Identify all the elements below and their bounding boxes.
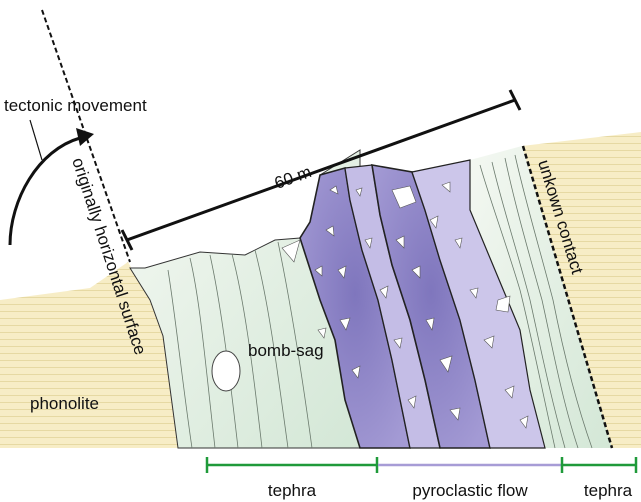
unit-bracket-tephra-2 <box>562 457 636 473</box>
unit-label-tephra-2: tephra <box>584 481 633 500</box>
bomb-sag-label: bomb-sag <box>248 341 324 360</box>
unit-label-tephra-1: tephra <box>268 481 317 500</box>
unit-bracket-tephra-1 <box>207 457 377 473</box>
curved-arrow-icon <box>10 138 80 245</box>
arrow-leader-line <box>30 120 42 160</box>
bomb-sag-clast <box>212 351 240 391</box>
phonolite-label: phonolite <box>30 394 99 413</box>
distance-label: 60 m <box>272 162 314 193</box>
unit-label-pyroclastic-flow: pyroclastic flow <box>412 481 528 500</box>
tectonic-movement-label: tectonic movement <box>4 96 147 115</box>
